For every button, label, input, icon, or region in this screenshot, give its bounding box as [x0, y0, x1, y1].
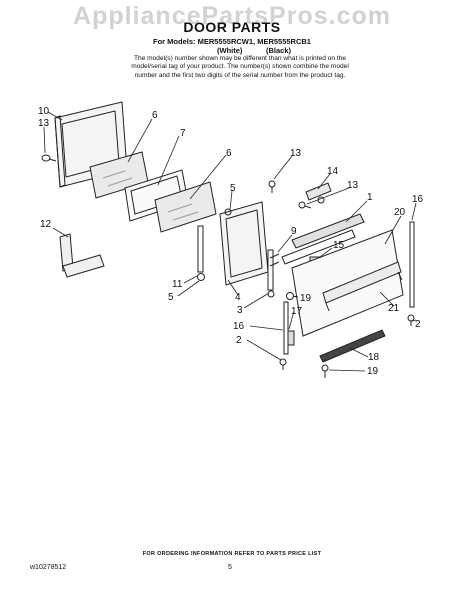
screw-part — [407, 314, 415, 326]
part-label-21: 21 — [388, 303, 400, 314]
color-white-label: (White) — [217, 46, 243, 55]
part-number-labels: 10 13 6 7 6 13 14 13 5 1 16 20 12 9 15 1… — [38, 106, 424, 377]
watermark: AppliancePartsPros.com — [73, 2, 391, 30]
door-channel-part — [281, 229, 356, 265]
side-trim-part — [409, 221, 415, 308]
inner-door-frame-part — [219, 201, 269, 286]
screw-part — [41, 154, 57, 162]
part-label-13: 13 — [38, 118, 50, 129]
part-label-18: 18 — [368, 352, 380, 363]
note-line: The model(s) number shown may be differe… — [133, 55, 347, 62]
part-label-14: 14 — [327, 166, 339, 177]
part-label-2: 2 — [415, 319, 421, 330]
door-trim-part — [291, 213, 365, 249]
part-label-7: 7 — [180, 128, 186, 139]
note-line: model/serial tag of your product. The nu… — [131, 63, 349, 71]
part-label-16: 16 — [412, 194, 424, 205]
part-label-6: 6 — [226, 148, 232, 159]
insulation-part — [59, 233, 105, 278]
outer-glass-part — [154, 181, 217, 233]
part-label-1: 1 — [367, 192, 373, 203]
part-label-4: 4 — [235, 292, 241, 303]
outer-door-part — [291, 229, 404, 337]
part-label-11: 11 — [172, 279, 183, 290]
spacer-part — [287, 330, 295, 346]
part-label-13: 13 — [347, 180, 359, 191]
part-label-19: 19 — [367, 366, 379, 377]
part-label-9: 9 — [291, 226, 297, 237]
part-label-20: 20 — [394, 207, 406, 218]
page-title: DOOR PARTS — [183, 19, 281, 35]
part-label-3: 3 — [237, 305, 243, 316]
part-label-10: 10 — [38, 106, 50, 117]
part-label-12: 12 — [40, 219, 52, 230]
part-label-5: 5 — [168, 292, 174, 303]
screw-part — [268, 180, 276, 193]
part-label-17: 17 — [291, 306, 303, 317]
side-trim-part — [283, 301, 289, 355]
color-black-label: (Black) — [266, 46, 292, 55]
part-label-2: 2 — [236, 335, 242, 346]
part-illustrations — [41, 101, 415, 378]
part-label-6: 6 — [152, 110, 158, 121]
models-line: For Models: MER5555RCW1, MER5555RCB1 — [153, 37, 311, 46]
leader-lines — [43, 111, 417, 372]
bottom-vent-part — [319, 329, 386, 363]
part-label-15: 15 — [333, 240, 345, 251]
screw-part — [321, 364, 329, 378]
door-hinge-part — [267, 249, 280, 298]
screw-part — [298, 201, 312, 209]
document-number: w10278512 — [30, 564, 67, 571]
part-label-16: 16 — [233, 321, 245, 332]
part-label-19: 19 — [300, 293, 312, 304]
screw-part — [279, 358, 287, 370]
part-label-5: 5 — [230, 183, 236, 194]
part-label-13: 13 — [290, 148, 302, 159]
page-number: 5 — [228, 564, 232, 571]
left-hinge-part — [197, 225, 205, 281]
note-line: number and the first two digits of the s… — [134, 71, 346, 79]
model-note: The model(s) number shown may be differe… — [110, 55, 370, 80]
ordering-footer: FOR ORDERING INFORMATION REFER TO PARTS … — [142, 551, 322, 557]
